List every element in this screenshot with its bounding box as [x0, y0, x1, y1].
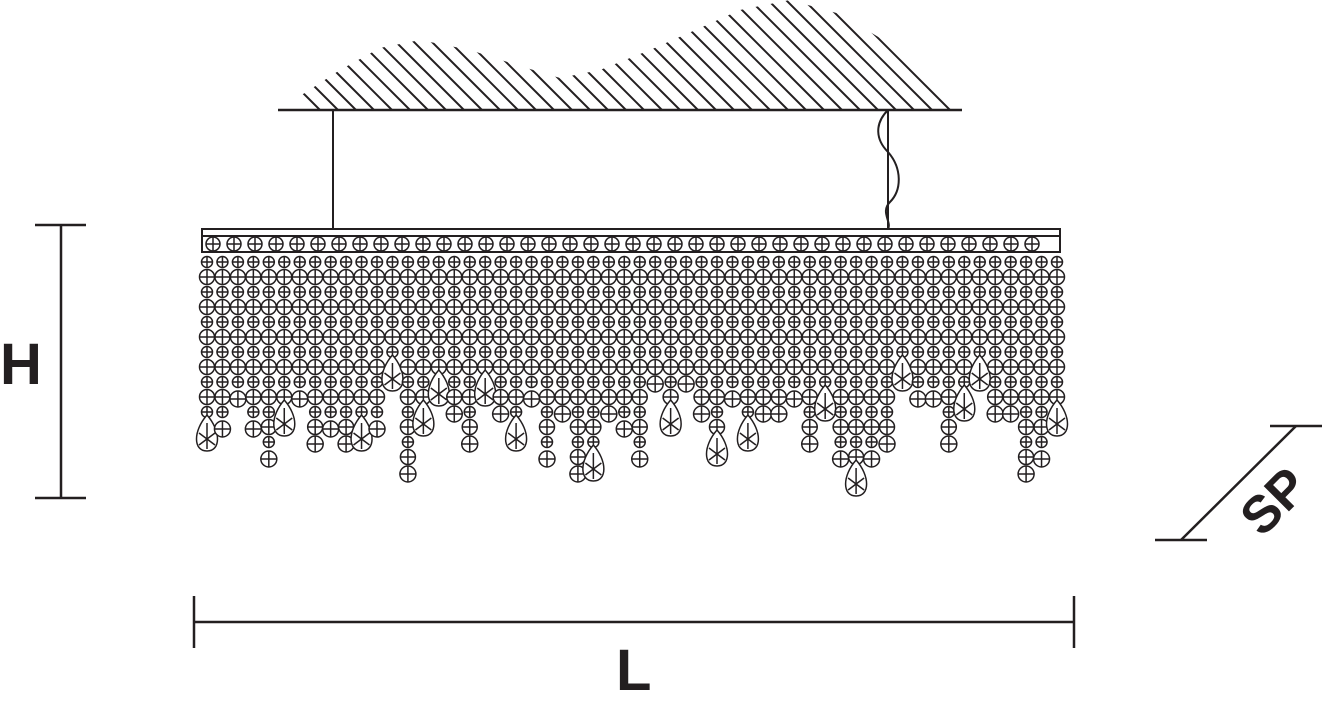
- top-bar: [201, 228, 1061, 253]
- dimension-sp: [1155, 424, 1322, 542]
- power-cable: [877, 109, 900, 230]
- top-bead-row: [205, 236, 1040, 252]
- ceiling-hatch: [282, 0, 960, 110]
- length-label: L: [616, 638, 652, 703]
- ceiling: [278, 0, 962, 112]
- dimension-l: [192, 596, 1076, 648]
- suspension: [332, 109, 900, 230]
- height-label: H: [0, 332, 42, 397]
- crystal-strands: [195, 255, 1069, 497]
- dimension-h: [35, 223, 86, 500]
